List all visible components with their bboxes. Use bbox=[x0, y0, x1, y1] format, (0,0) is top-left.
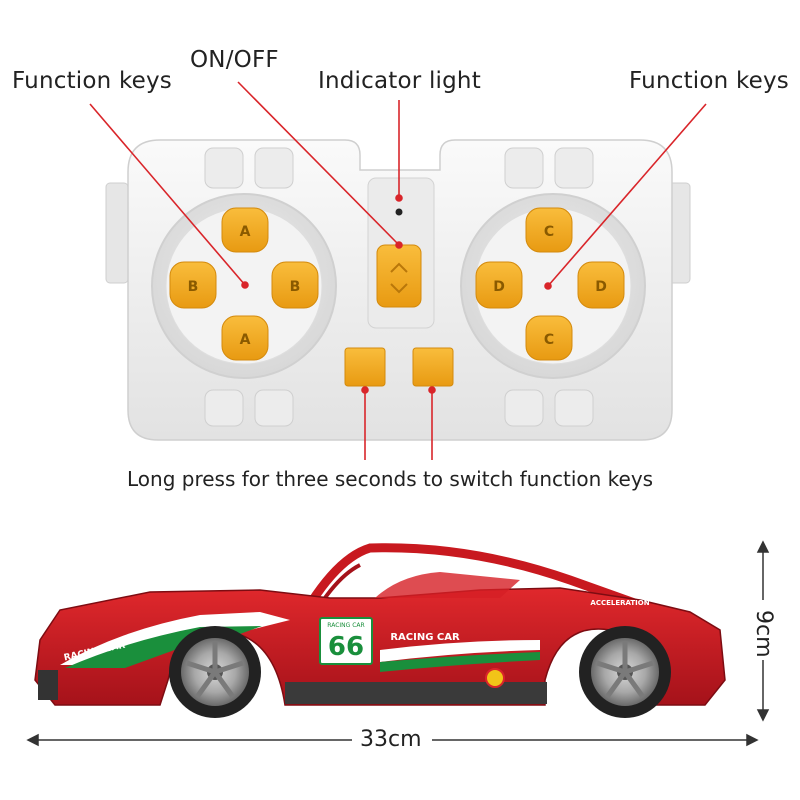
on-off-label: ON/OFF bbox=[190, 47, 279, 73]
rear-wheel bbox=[579, 626, 671, 718]
right-key-top[interactable]: C bbox=[525, 207, 573, 253]
front-wheel bbox=[169, 626, 261, 718]
long-press-caption: Long press for three seconds to switch f… bbox=[127, 467, 654, 491]
racing-car-small: RACING CAR bbox=[327, 622, 364, 629]
right-key-top-label: C bbox=[544, 224, 554, 240]
callout-lines bbox=[89, 81, 707, 460]
car-number: 66 bbox=[328, 632, 364, 662]
left-key-top-label: A bbox=[240, 224, 251, 240]
right-key-bottom-label: C bbox=[544, 332, 554, 348]
length-dimension: 33cm bbox=[360, 727, 422, 752]
number-panel bbox=[319, 617, 373, 665]
right-key-left[interactable]: D bbox=[475, 261, 523, 309]
right-key-right-label: D bbox=[595, 279, 607, 295]
function-keys-left-label: Function keys bbox=[12, 68, 172, 94]
race-car: 66 RACING CAR RACING CAR RACING CAR ACCE… bbox=[34, 543, 726, 718]
indicator-light-label: Indicator light bbox=[318, 68, 481, 94]
left-key-right[interactable]: B bbox=[271, 261, 319, 309]
on-off-switch[interactable] bbox=[376, 244, 422, 308]
switch-key-right[interactable] bbox=[412, 347, 454, 387]
indicator-light bbox=[395, 208, 403, 216]
left-key-right-label: B bbox=[290, 279, 301, 295]
right-key-left-label: D bbox=[493, 279, 505, 295]
left-key-bottom[interactable]: A bbox=[221, 315, 269, 361]
switch-key-left[interactable] bbox=[344, 347, 386, 387]
left-key-left[interactable]: B bbox=[169, 261, 217, 309]
left-key-left-label: B bbox=[188, 279, 199, 295]
dimension-arrows bbox=[26, 540, 770, 747]
acceleration-label: ACCELERATION bbox=[590, 599, 649, 607]
function-keys-right-label: Function keys bbox=[629, 68, 789, 94]
right-key-right[interactable]: D bbox=[577, 261, 625, 309]
left-key-top[interactable]: A bbox=[221, 207, 269, 253]
racing-car-door-label: RACING CAR bbox=[390, 632, 460, 643]
height-dimension: 9cm bbox=[751, 610, 776, 658]
right-key-bottom[interactable]: C bbox=[525, 315, 573, 361]
left-key-bottom-label: A bbox=[240, 332, 251, 348]
